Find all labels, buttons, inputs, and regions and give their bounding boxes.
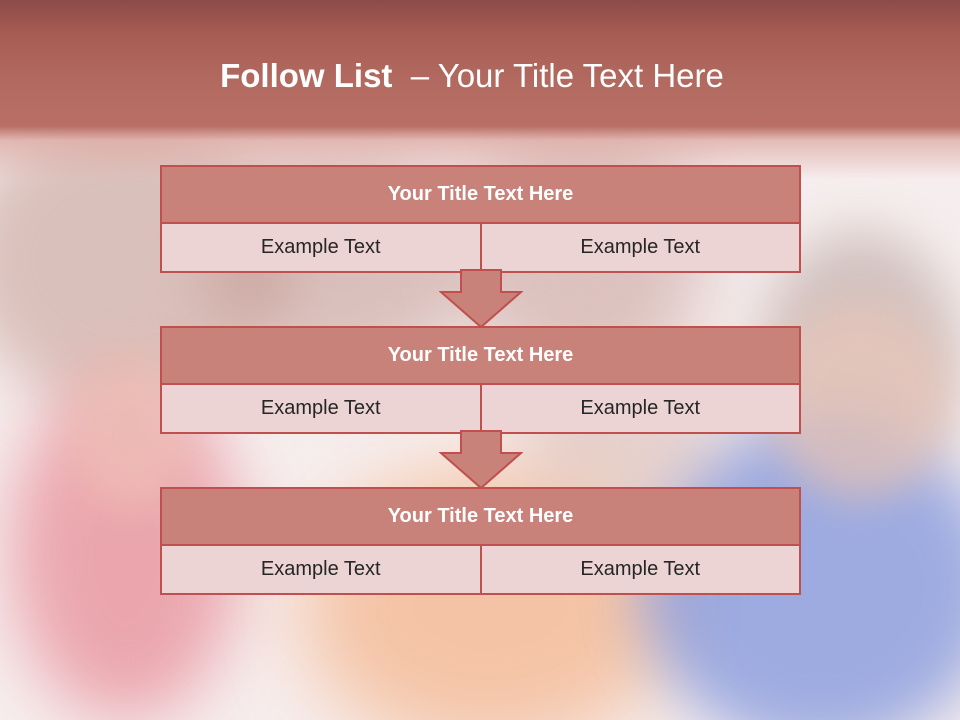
slide-title-rest: – Your Title Text Here xyxy=(410,57,724,94)
slide-title-bold: Follow List xyxy=(220,57,393,94)
block-cell-left: Example Text xyxy=(260,236,381,258)
block-title: Your Title Text Here xyxy=(162,328,799,385)
block-title: Your Title Text Here xyxy=(162,489,799,546)
block-cell-left: Example Text xyxy=(260,558,381,580)
block-cell-left: Example Text xyxy=(260,397,381,419)
header-band xyxy=(0,0,960,180)
block-title: Your Title Text Here xyxy=(162,167,799,224)
slide-title[interactable]: Follow List – Your Title Text Here xyxy=(0,56,944,96)
block-cell-right: Example Text xyxy=(479,385,800,432)
block-cell-right: Example Text xyxy=(479,224,800,271)
down-arrow-icon xyxy=(439,430,523,490)
down-arrow-icon xyxy=(439,269,523,329)
block-cell-right: Example Text xyxy=(479,546,800,593)
block-cells: Example Text Example Text xyxy=(162,385,799,432)
block-cells: Example Text Example Text xyxy=(162,224,799,271)
list-block-3[interactable]: Your Title Text Here Example Text Exampl… xyxy=(160,487,801,595)
block-cells: Example Text Example Text xyxy=(162,546,799,593)
list-block-2[interactable]: Your Title Text Here Example Text Exampl… xyxy=(160,326,801,434)
list-block-1[interactable]: Your Title Text Here Example Text Exampl… xyxy=(160,165,801,273)
